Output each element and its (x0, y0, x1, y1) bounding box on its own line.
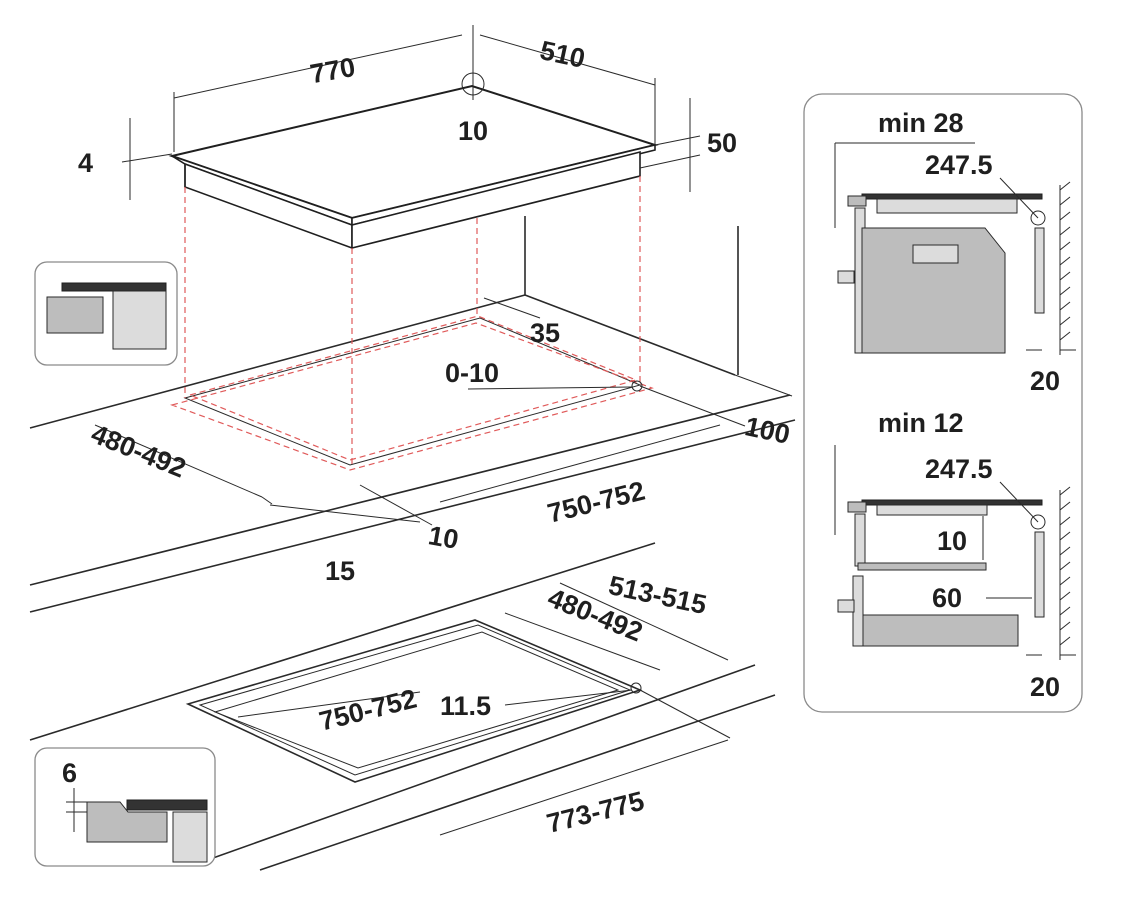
dim-rebate-depth: 6 (62, 758, 77, 788)
dim-cutout-depth: 480-492 (87, 419, 190, 484)
side-panel (803, 93, 1083, 713)
flush-cutout-view (29, 542, 776, 871)
drawer-dim-shelf: 10 (937, 526, 967, 556)
inset-standard-mount (34, 261, 178, 366)
oven-installation-section (834, 142, 1076, 355)
dim-outer-width: 773-775 (544, 786, 647, 839)
dim-cutout-tolerance: 0-10 (445, 358, 499, 388)
dim-height: 50 (707, 128, 737, 158)
drawer-dim-opening: 60 (932, 583, 962, 613)
oven-dim-247: 247.5 (925, 150, 993, 180)
dim-front-gap: 10 (426, 520, 461, 555)
dim-corner-radius: 10 (458, 116, 488, 146)
dim-rear-clearance: 35 (530, 318, 560, 348)
dim-depth: 510 (537, 35, 587, 74)
wall-hatch-lower (1059, 486, 1071, 646)
dim-front-distance: 15 (325, 556, 355, 586)
hob-top-view (29, 25, 796, 613)
oven-min-clearance: min 28 (878, 108, 964, 138)
dim-width: 770 (308, 52, 358, 89)
drawer-dim-247: 247.5 (925, 454, 993, 484)
drawer-dim-gap: 20 (1030, 672, 1060, 702)
dim-glass-thickness: 4 (78, 148, 93, 178)
drawer-installation-section (834, 445, 1076, 660)
dim-wall-distance: 100 (742, 411, 792, 450)
dim-inner-width: 750-752 (316, 684, 419, 737)
wall-hatch-upper (1059, 181, 1071, 341)
dim-flush-corner-radius: 11.5 (440, 691, 491, 721)
dim-cutout-width: 750-752 (544, 476, 647, 529)
drawer-min-clearance: min 12 (878, 408, 964, 438)
oven-dim-gap: 20 (1030, 366, 1060, 396)
inset-flush-mount (34, 747, 216, 867)
flush-corner-marker (630, 682, 642, 694)
